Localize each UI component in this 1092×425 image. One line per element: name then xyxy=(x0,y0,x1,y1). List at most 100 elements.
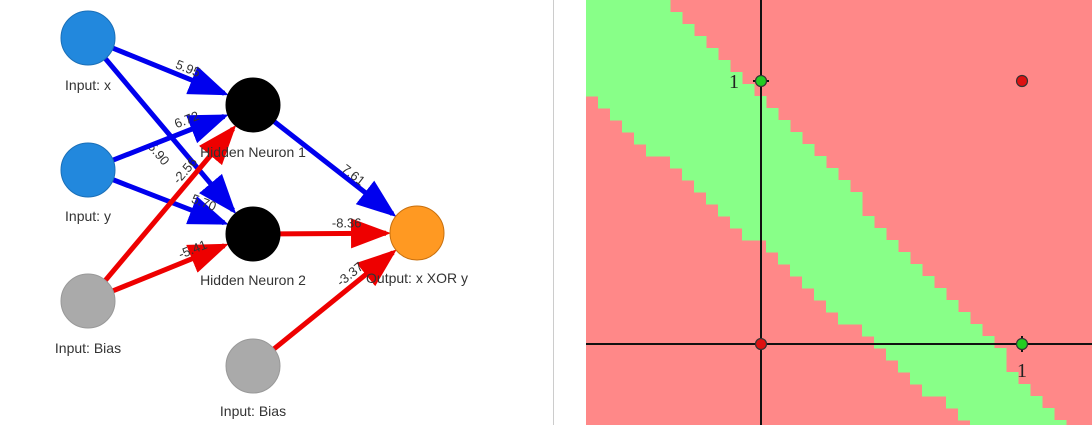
region-true-cell-112 xyxy=(622,120,635,133)
region-true-cell-202 xyxy=(814,192,827,205)
region-true-cell-72 xyxy=(610,84,623,97)
region-true-cell-346 xyxy=(970,348,983,361)
region-true-cell-307 xyxy=(946,300,959,313)
region-true-cell-191 xyxy=(826,180,839,193)
region-true-cell-29 xyxy=(646,36,659,49)
region-true-cell-259 xyxy=(850,252,863,265)
region-true-cell-308 xyxy=(838,312,851,325)
region-true-cell-305 xyxy=(922,300,935,313)
region-true-cell-186 xyxy=(766,180,779,193)
region-true-cell-295 xyxy=(922,288,935,301)
region-true-cell-153 xyxy=(802,144,815,157)
region-true-cell-288 xyxy=(838,288,851,301)
region-true-cell-66 xyxy=(694,72,707,85)
region-true-cell-175 xyxy=(778,168,791,181)
region-true-cell-354 xyxy=(958,360,971,373)
region-true-cell-249 xyxy=(850,240,863,253)
region-true-cell-298 xyxy=(838,300,851,313)
region-true-cell-145 xyxy=(706,144,719,157)
region-true-cell-287 xyxy=(826,288,839,301)
region-true-cell-398 xyxy=(1042,420,1055,425)
region-true-cell-51 xyxy=(658,60,671,73)
region-true-cell-213 xyxy=(802,204,815,217)
region-true-cell-46 xyxy=(598,60,611,73)
node-y xyxy=(60,142,116,198)
region-true-cell-6 xyxy=(658,0,671,13)
region-true-cell-91 xyxy=(682,96,695,109)
region-true-cell-0 xyxy=(586,0,599,13)
region-true-cell-221 xyxy=(766,216,779,229)
region-true-cell-184 xyxy=(742,180,755,193)
region-true-cell-317 xyxy=(946,312,959,325)
region-true-cell-26 xyxy=(610,36,623,49)
region-true-cell-34 xyxy=(586,48,599,61)
region-true-cell-79 xyxy=(694,84,707,97)
region-true-cell-396 xyxy=(1018,420,1031,425)
region-true-cell-85 xyxy=(610,96,623,109)
region-true-cell-156 xyxy=(694,156,707,169)
region-true-cell-238 xyxy=(838,228,851,241)
region-true-cell-75 xyxy=(646,84,659,97)
region-true-cell-129 xyxy=(670,132,683,145)
region-true-cell-168 xyxy=(694,168,707,181)
region-true-cell-244 xyxy=(790,240,803,253)
region-true-cell-394 xyxy=(994,420,1007,425)
data-point-1-0 xyxy=(1015,337,1029,351)
region-true-cell-219 xyxy=(742,216,755,229)
edge-b1-h1 xyxy=(103,124,237,282)
region-true-cell-215 xyxy=(826,204,839,217)
region-true-cell-188 xyxy=(790,180,803,193)
region-true-cell-83 xyxy=(742,84,755,97)
region-true-cell-260 xyxy=(862,252,875,265)
region-true-cell-228 xyxy=(850,216,863,229)
region-true-cell-306 xyxy=(934,300,947,313)
decision-regions xyxy=(586,0,1092,425)
region-true-cell-382 xyxy=(1018,396,1031,409)
data-points xyxy=(754,74,1029,351)
node-label-b2: Input: Bias xyxy=(220,403,286,419)
region-true-cell-264 xyxy=(790,264,803,277)
region-true-cell-196 xyxy=(742,192,755,205)
region-true-cell-282 xyxy=(886,276,899,289)
region-true-cell-344 xyxy=(946,348,959,361)
region-true-cell-43 xyxy=(694,48,707,61)
region-true-cell-235 xyxy=(802,228,815,241)
region-true-cell-15 xyxy=(586,24,599,37)
region-true-cell-70 xyxy=(586,84,599,97)
region-true-cell-92 xyxy=(694,96,707,109)
region-true-cell-316 xyxy=(934,312,947,325)
region-true-cell-243 xyxy=(778,240,791,253)
region-true-cell-232 xyxy=(766,228,779,241)
region-true-cell-23 xyxy=(682,24,695,37)
region-true-cell-122 xyxy=(742,120,755,133)
region-true-cell-239 xyxy=(850,228,863,241)
region-true-cell-325 xyxy=(934,324,947,337)
region-true-cell-27 xyxy=(622,36,635,49)
region-true-cell-78 xyxy=(682,84,695,97)
region-true-cell-143 xyxy=(682,144,695,157)
region-true-cell-36 xyxy=(610,48,623,61)
region-true-cell-179 xyxy=(826,168,839,181)
region-true-cell-194 xyxy=(718,192,731,205)
edge-h2-out xyxy=(279,218,392,249)
region-true-cell-106 xyxy=(706,108,719,121)
region-true-cell-88 xyxy=(646,96,659,109)
decision-boundary-plot: 1 1 xyxy=(586,0,1092,425)
region-true-cell-94 xyxy=(718,96,731,109)
region-true-cell-182 xyxy=(718,180,731,193)
region-true-cell-44 xyxy=(706,48,719,61)
region-true-cell-73 xyxy=(622,84,635,97)
region-true-cell-291 xyxy=(874,288,887,301)
region-true-cell-313 xyxy=(898,312,911,325)
region-true-cell-203 xyxy=(826,192,839,205)
region-true-cell-208 xyxy=(742,204,755,217)
node-label-h2: Hidden Neuron 2 xyxy=(200,272,306,288)
x-tick-label: 1 xyxy=(1017,360,1027,382)
region-true-cell-172 xyxy=(742,168,755,181)
region-true-cell-255 xyxy=(802,252,815,265)
edges-layer: 5.955.906.725.70-2.56-5.417.61-8.36-3.37 xyxy=(103,45,397,351)
region-true-cell-242 xyxy=(766,240,779,253)
node-label-h1: Hidden Neuron 1 xyxy=(200,144,306,160)
region-true-cell-358 xyxy=(910,372,923,385)
region-true-cell-268 xyxy=(838,264,851,277)
